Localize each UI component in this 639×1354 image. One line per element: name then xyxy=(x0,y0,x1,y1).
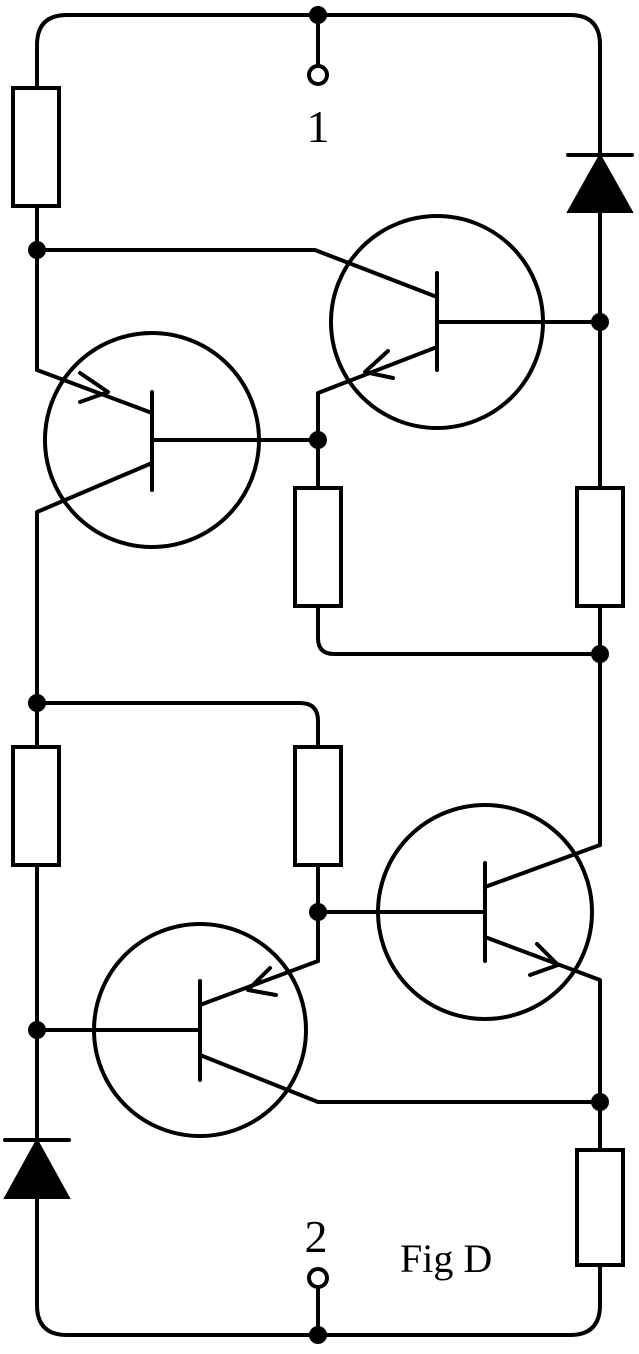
resistor-lower-center xyxy=(293,745,343,867)
terminal-2[interactable] xyxy=(307,1267,329,1289)
junction-dot xyxy=(309,6,327,24)
junction-dot xyxy=(591,645,609,663)
mid-left-to-center xyxy=(35,701,320,749)
resistor-mid-left xyxy=(11,745,61,867)
junction-dot xyxy=(309,431,327,449)
junction-dot xyxy=(309,903,327,921)
q4-emitter-arrow xyxy=(528,942,560,977)
q1-collector xyxy=(35,461,154,697)
q3-emitter xyxy=(198,959,320,1007)
q4-collector xyxy=(483,843,602,889)
diode-lower xyxy=(3,1137,71,1199)
terminal-2-label: 2 xyxy=(305,1211,328,1262)
junction-dot xyxy=(591,1093,609,1111)
figure-caption: Fig D xyxy=(400,1236,492,1281)
q3-collector xyxy=(198,1053,602,1104)
q2-emitter-arrow xyxy=(363,349,395,380)
q2-emitter xyxy=(316,345,439,490)
diode-upper xyxy=(566,152,634,213)
junction-dot xyxy=(28,1021,46,1039)
q1-emitter xyxy=(35,368,154,415)
junction-dot xyxy=(309,1326,327,1344)
q3-emitter-arrow xyxy=(246,966,278,997)
mid-center-lower xyxy=(316,604,602,656)
transistor-q4-envelope xyxy=(376,803,594,1021)
terminal-1-label: 1 xyxy=(307,101,330,152)
junction-dot xyxy=(591,313,609,331)
resistor-bottom-right xyxy=(575,1148,625,1267)
resistor-mid-center xyxy=(293,486,343,608)
junction-dot xyxy=(28,241,46,259)
left-to-q2-collector xyxy=(35,248,439,299)
resistor-top-left xyxy=(11,86,61,208)
terminal-1[interactable] xyxy=(307,64,329,86)
junction-dot xyxy=(28,694,46,712)
q1-emitter-arrow xyxy=(78,371,110,404)
resistor-right-upper xyxy=(575,486,625,608)
